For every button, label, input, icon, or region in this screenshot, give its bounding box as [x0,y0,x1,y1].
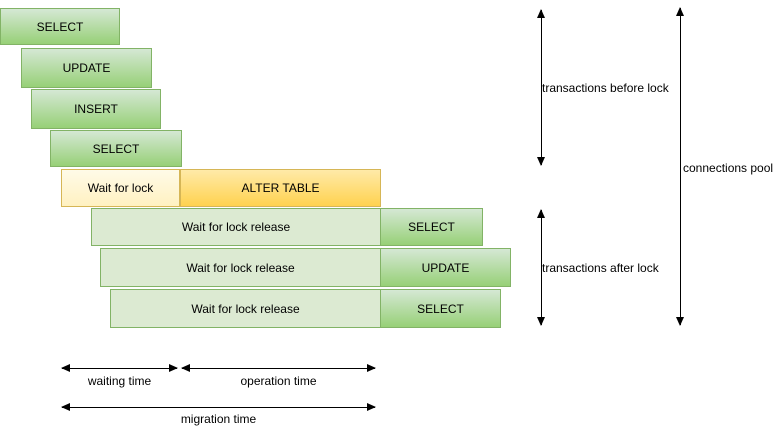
operation-time-arrow [181,364,376,372]
connections-pool-label: connections pool [683,161,774,175]
task-box-before-select-1: SELECT [0,8,120,45]
task-box-after-select-2: SELECT [380,289,501,328]
task-box-before-update: UPDATE [21,48,152,88]
transactions-before-lock-label: transactions before lock [542,81,669,95]
transactions-before-lock-arrow [537,9,545,166]
migration-time-label: migration time [180,412,257,426]
alter-table-box: ALTER TABLE [180,169,381,207]
waiting-time-arrow [61,364,178,372]
migration-time-arrow [61,403,376,411]
transactions-after-lock-label: transactions after lock [542,261,659,275]
task-box-before-insert: INSERT [31,89,161,129]
wait-release-box-2: Wait for lock release [100,248,381,287]
task-box-before-select-2: SELECT [50,130,182,167]
task-box-after-select-1: SELECT [380,208,483,246]
wait-for-lock-box: Wait for lock [61,169,180,207]
wait-release-box-3: Wait for lock release [110,289,381,328]
wait-release-box-1: Wait for lock release [91,208,381,246]
task-box-after-update: UPDATE [380,248,511,287]
transactions-after-lock-arrow [537,209,545,326]
waiting-time-label: waiting time [87,374,152,388]
connections-pool-arrow [676,7,684,326]
operation-time-label: operation time [240,374,317,388]
